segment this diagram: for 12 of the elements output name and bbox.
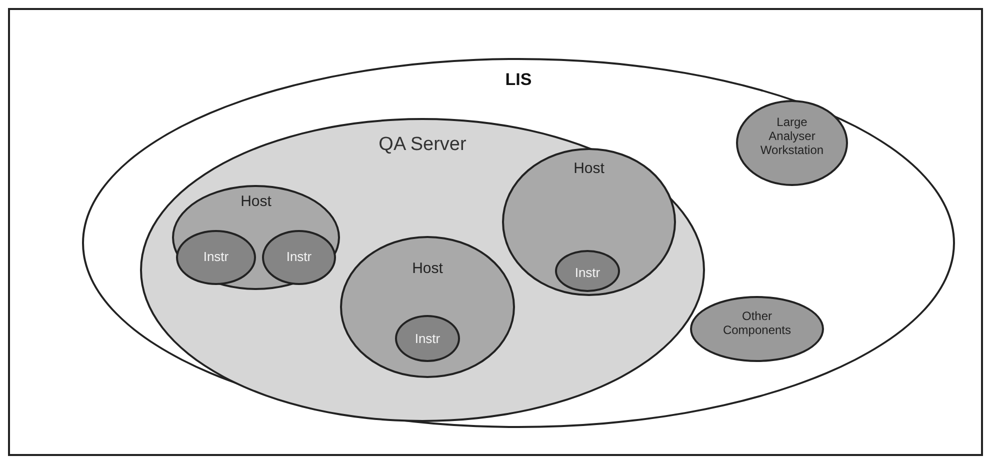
ellipse-title: QA Server bbox=[378, 134, 466, 156]
ellipse-label: Host bbox=[574, 160, 604, 178]
ellipse-label: Instr bbox=[203, 250, 229, 265]
ellipse-label: Large Analyser Workstation bbox=[759, 116, 825, 158]
ellipse-title: LIS bbox=[505, 70, 532, 90]
ellipse-label: Instr bbox=[286, 250, 312, 265]
ellipse-label: Host bbox=[412, 260, 443, 278]
ellipse-label: Host bbox=[240, 193, 272, 210]
ellipse-label: Instr bbox=[574, 266, 600, 281]
ellipse-label: Instr bbox=[414, 332, 440, 347]
ellipse bbox=[555, 250, 620, 292]
ellipse-label: Other Components bbox=[722, 310, 792, 338]
